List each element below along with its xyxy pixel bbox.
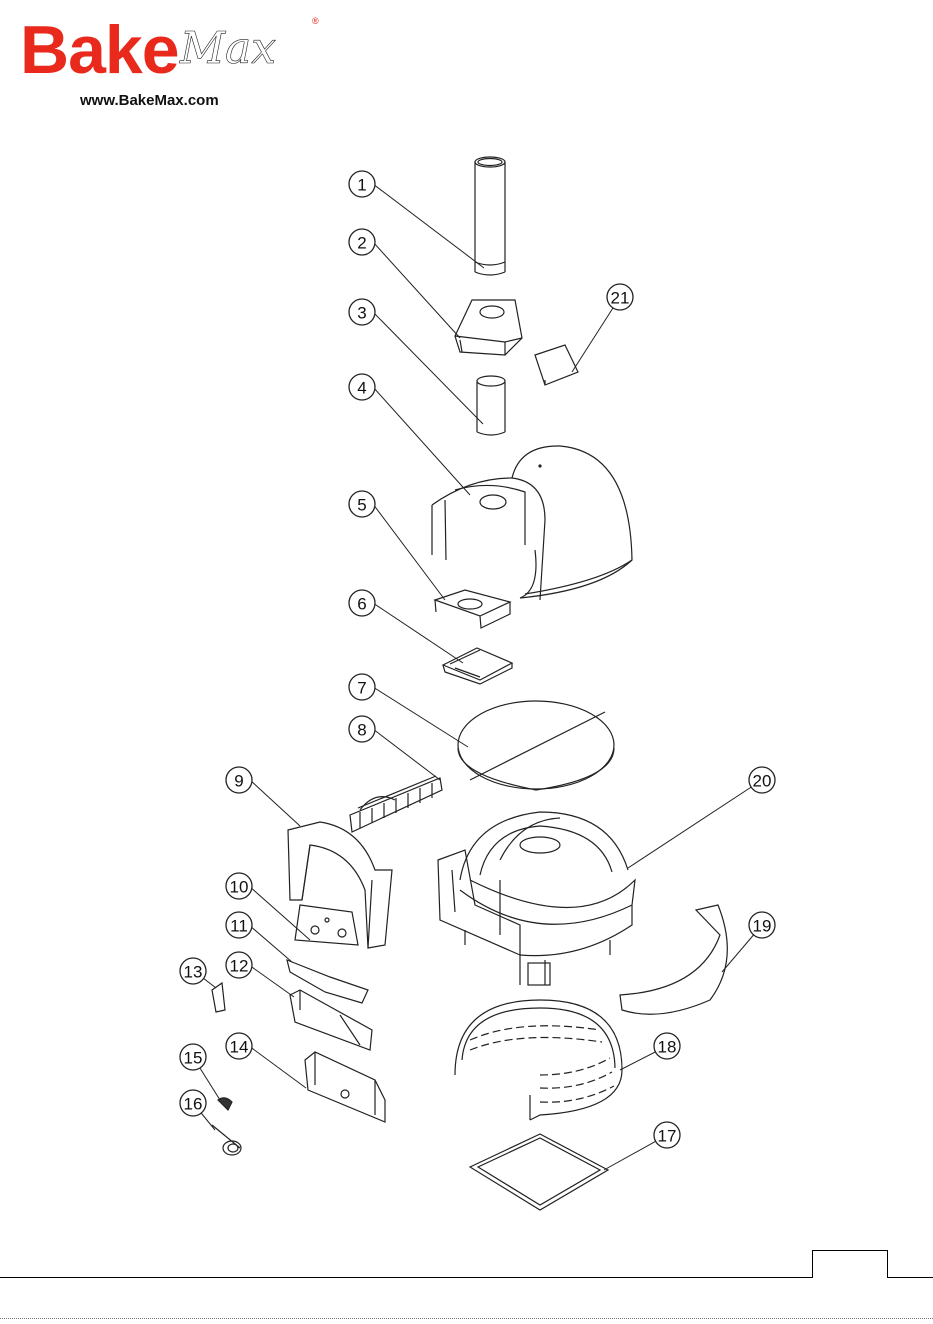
part-clip: [212, 983, 225, 1012]
callout-label-13: 13: [184, 963, 203, 982]
callout-label-8: 8: [357, 721, 366, 740]
part-front-plate: [295, 905, 358, 945]
callout-label-19: 19: [753, 917, 772, 936]
part-base-plate: [470, 1134, 608, 1210]
part-round-stone: [458, 701, 614, 790]
leader-lines: [193, 184, 762, 1170]
part-control-box: [305, 1052, 385, 1122]
part-burner: [350, 776, 442, 832]
callout-label-12: 12: [230, 957, 249, 976]
callout-label-6: 6: [357, 595, 366, 614]
callout-label-18: 18: [658, 1038, 677, 1057]
callout-label-11: 11: [230, 917, 248, 936]
callout-label-15: 15: [184, 1049, 203, 1068]
callout-label-10: 10: [230, 878, 249, 897]
footer-rule: [0, 1277, 933, 1278]
part-igniter: [212, 1125, 241, 1155]
part-chimney-pipe: [475, 157, 505, 275]
callout-label-4: 4: [357, 379, 366, 398]
callout-label-5: 5: [357, 496, 366, 515]
callout-label-7: 7: [357, 679, 366, 698]
part-ash-tray: [443, 648, 512, 684]
part-small-plate: [535, 345, 578, 385]
callout-label-1: 1: [357, 176, 366, 195]
callout-label-17: 17: [658, 1127, 677, 1146]
callout-label-2: 2: [357, 234, 366, 253]
part-lower-tray: [290, 990, 372, 1050]
part-flue-bracket: [435, 590, 510, 628]
callout-label-9: 9: [234, 772, 243, 791]
part-oven-frame: [438, 812, 635, 985]
part-curved-strip: [620, 905, 727, 1014]
callout-label-20: 20: [753, 772, 772, 791]
part-flue-tube: [477, 376, 505, 435]
bottom-dotted-border: [0, 1318, 933, 1320]
callout-label-16: 16: [184, 1095, 203, 1114]
part-control-bar: [287, 960, 368, 1003]
callout-markers: [180, 171, 775, 1148]
part-vent-ring: [455, 1000, 622, 1120]
callout-label-3: 3: [357, 304, 366, 323]
callout-label-14: 14: [230, 1038, 249, 1057]
callout-label-21: 21: [611, 289, 630, 308]
page-number-box: [812, 1250, 888, 1278]
part-dome-cover: [432, 446, 632, 600]
part-chimney-base: [455, 300, 522, 355]
